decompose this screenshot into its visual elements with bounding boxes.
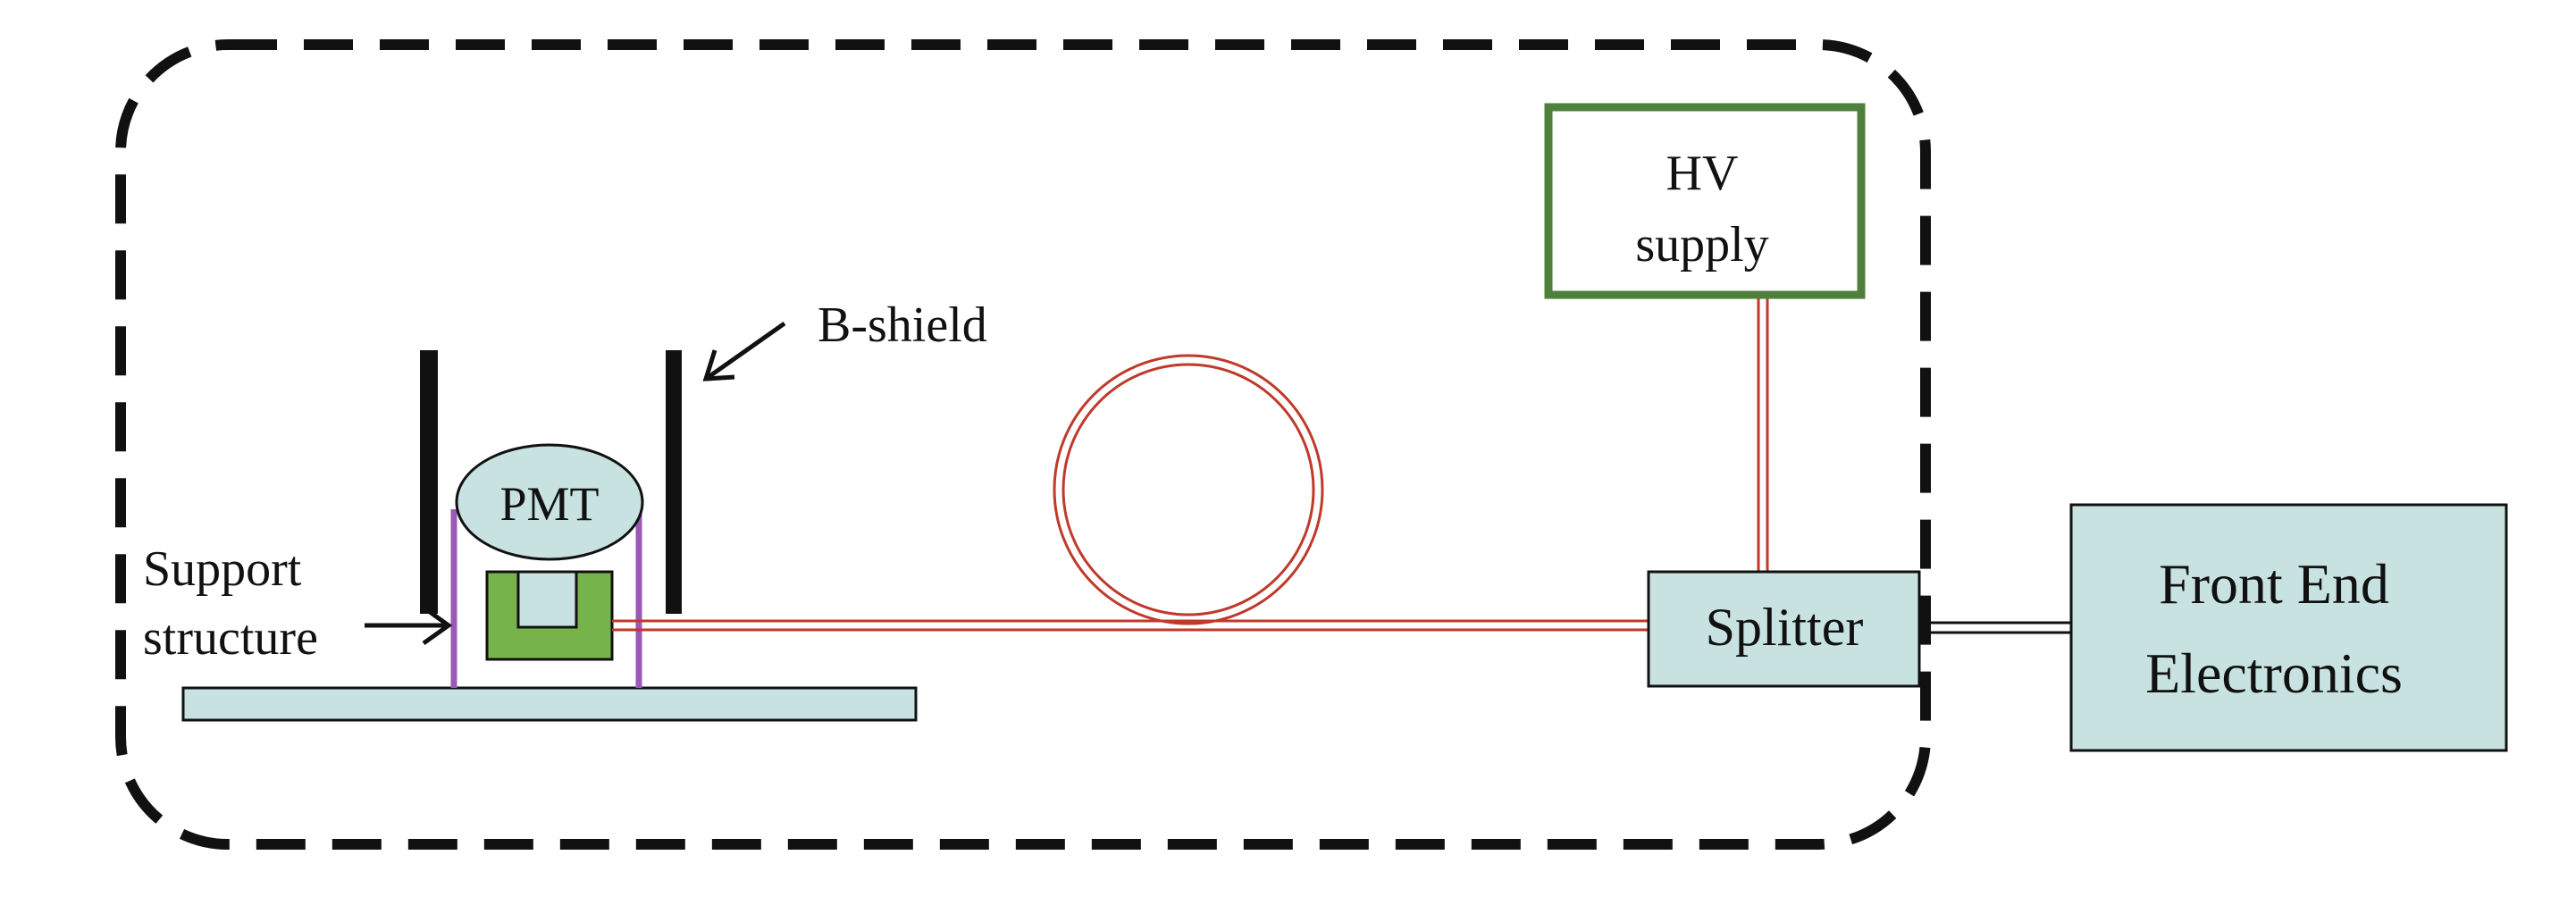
support-structure-label-line1: Support [143,541,302,597]
hv-supply-label-line1: HV [1666,146,1739,201]
pmt-label: PMT [499,477,599,531]
base-plate [181,686,918,722]
pmt-tube [455,443,644,561]
hv-supply-box [1544,103,1866,299]
bshield-plate-left [420,350,438,614]
cable-coil-loop [1053,354,1324,625]
support-structure-arrow [365,605,453,646]
splitter-box [1647,570,1921,688]
signal-cable [612,619,1649,632]
output-cable [1919,621,2071,634]
bshield-label: B-shield [818,298,987,353]
fee-label-line1: Front End [2159,552,2389,616]
hv-supply-label-line2: supply [1635,217,1768,272]
bshield-plate-right [666,350,682,614]
fee-label-line2: Electronics [2145,641,2403,705]
pmt-mount-insert [516,570,578,629]
dashed-enclosure [115,39,1931,850]
support-structure-label-line2: structure [143,610,318,666]
hv-cable [1757,295,1769,572]
splitter-label: Splitter [1706,598,1864,657]
bshield-arrow [702,321,786,381]
front-end-electronics-box [2069,503,2508,752]
